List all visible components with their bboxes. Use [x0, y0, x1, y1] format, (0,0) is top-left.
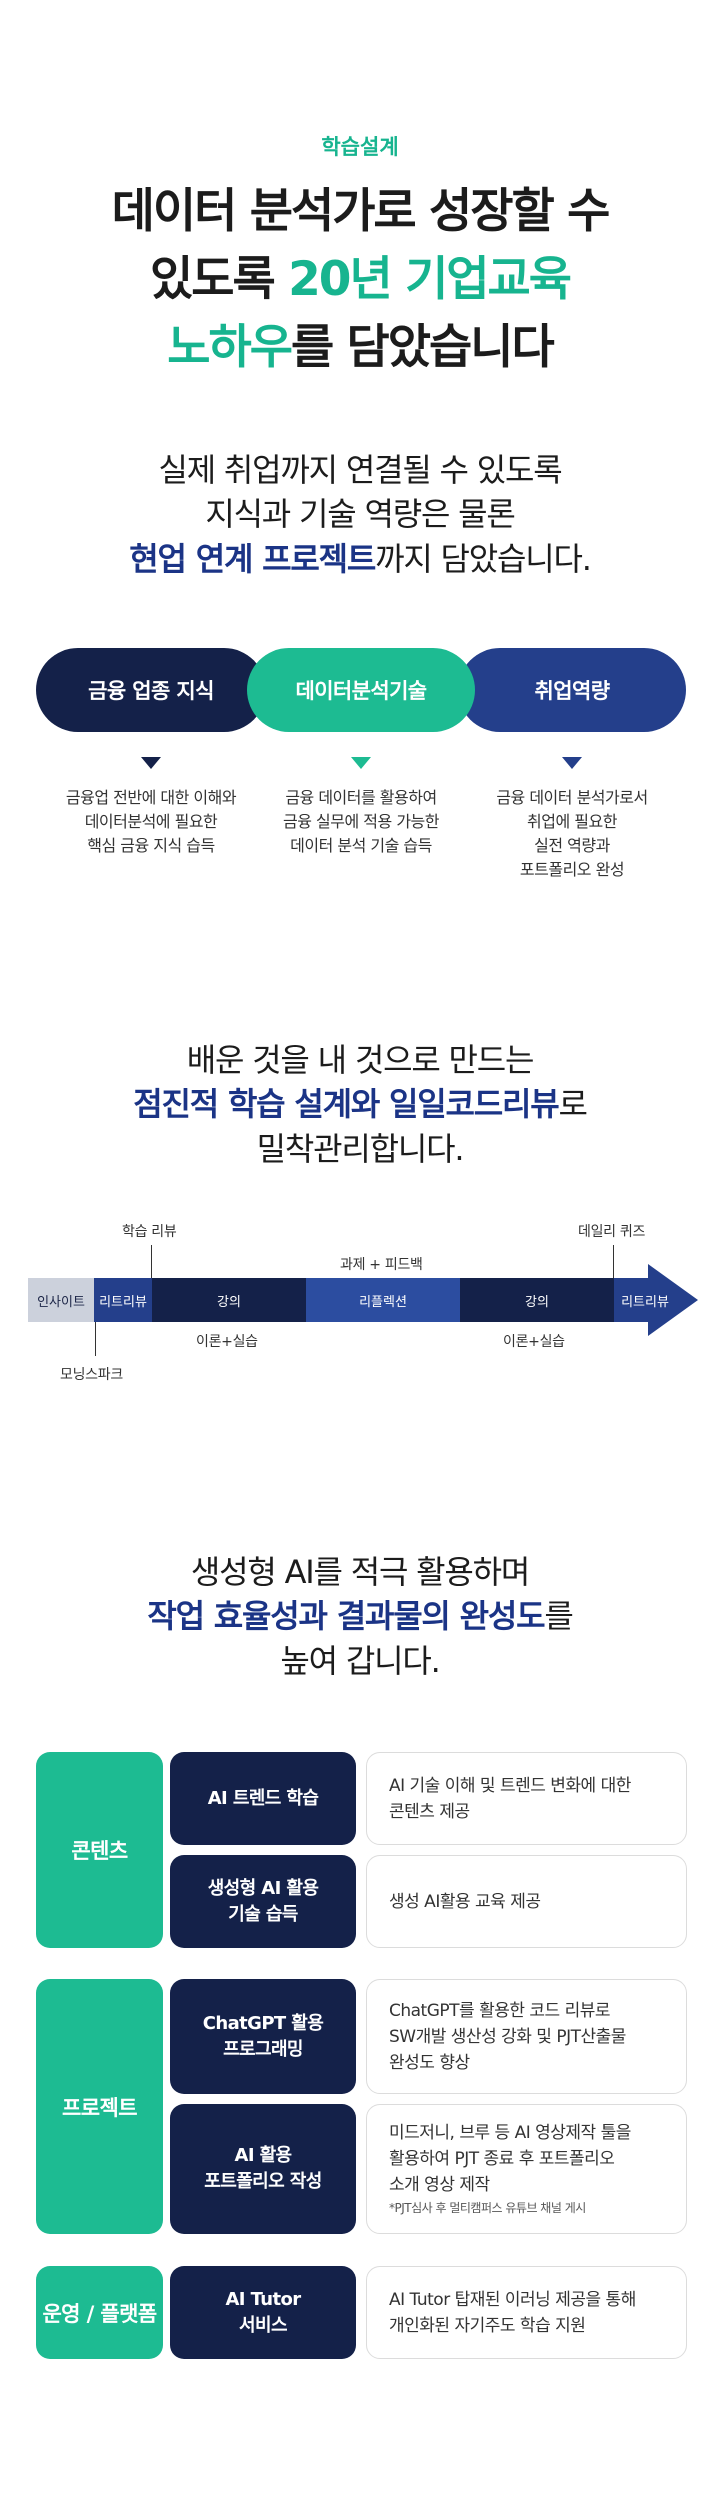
pointer-triangle-icon [562, 757, 582, 769]
desc-line: 금융 실무에 적용 가능한 [283, 812, 439, 831]
ai-text: 를 [544, 1597, 573, 1635]
item-line: 기술 습득 [228, 1903, 298, 1925]
detail-note: *PJT심사 후 멀티캠퍼스 유튜브 채널 게시 [389, 2201, 586, 2215]
headline-line-1: 데이터 분석가로 성장할 수 [111, 184, 611, 239]
headline-highlight: 노하우 [167, 320, 293, 375]
tick-line [95, 1322, 96, 1356]
ai-line-3: 높여 갑니다. [280, 1642, 440, 1680]
detail-line: AI Tutor 탑재된 이러닝 제공을 통해 [389, 2289, 636, 2310]
detail-genai-skill: 생성 AI활용 교육 제공 [366, 1855, 687, 1948]
process-highlight: 점진적 학습 설계와 일일코드리뷰 [133, 1085, 559, 1123]
desc-line: 금융업 전반에 대한 이해와 [65, 788, 237, 807]
ai-line-2: 작업 효율성과 결과물의 완성도를 [0, 1594, 720, 1638]
timeline-seg-lecture: 강의 [460, 1278, 614, 1322]
desc-line: 데이터분석에 필요한 [84, 812, 218, 831]
pillar-data-analysis: 데이터분석기술 [247, 648, 475, 732]
item-line: AI 트렌드 학습 [207, 1787, 319, 1809]
timeline-seg-lecture: 강의 [152, 1278, 306, 1322]
label-theory-1: 이론+실습 [196, 1334, 258, 1350]
ai-line-1: 생성형 AI를 적극 활용하며 [190, 1553, 530, 1591]
subhead-line-2: 지식과 기술 역량은 물론 [205, 495, 516, 533]
tick-line [151, 1245, 152, 1278]
detail-line: 미드저니, 브루 등 AI 영상제작 툴을 [389, 2123, 631, 2143]
detail-line: 생성 AI활용 교육 제공 [389, 1891, 541, 1912]
label-morning-spark: 모닝스파크 [60, 1367, 123, 1383]
pillar-desc-2: 금융 데이터를 활용하여 금융 실무에 적용 가능한 데이터 분석 기술 습득 [251, 786, 471, 858]
process-line-3: 밀착관리합니다. [256, 1130, 465, 1168]
desc-line: 실전 역량과 [534, 836, 610, 855]
pillar-desc-1: 금융업 전반에 대한 이해와 데이터분석에 필요한 핵심 금융 지식 습득 [41, 786, 261, 858]
tick-line [613, 1245, 614, 1278]
category-operations-platform: 운영 / 플랫폼 [36, 2266, 163, 2359]
detail-line: 활용하여 PJT 종료 후 포트폴리오 [389, 2149, 615, 2169]
label-daily-quiz: 데일리 퀴즈 [578, 1224, 646, 1240]
timeline-seg-insight: 인사이트 [28, 1278, 94, 1322]
subhead-highlight: 현업 연계 프로젝트 [129, 540, 376, 578]
detail-line: 콘텐츠 제공 [389, 1801, 470, 1822]
item-line: 서비스 [239, 2314, 287, 2336]
pillar-desc-3: 금융 데이터 분석가로서 취업에 필요한 실전 역량과 포트폴리오 완성 [462, 786, 682, 882]
headline-line-3: 노하우를 담았습니다 [0, 318, 720, 378]
headline-line-2: 있도록 20년 기업교육 [0, 250, 720, 310]
detail-line: 소개 영상 제작 [389, 2175, 490, 2195]
timeline-seg-review-end: 리트리뷰 [621, 1294, 669, 1310]
category-project: 프로젝트 [36, 1979, 163, 2234]
timeline-arrow-icon [614, 1264, 698, 1336]
pointer-triangle-icon [141, 757, 161, 769]
desc-line: 데이터 분석 기술 습득 [290, 836, 432, 855]
detail-line: 완성도 향상 [389, 2052, 470, 2073]
pointer-triangle-icon [351, 757, 371, 769]
pillar-finance-knowledge: 금융 업종 지식 [36, 648, 266, 732]
item-ai-trend: AI 트렌드 학습 [170, 1752, 356, 1845]
label-theory-2: 이론+실습 [503, 1334, 565, 1350]
desc-line: 금융 데이터 분석가로서 [496, 788, 648, 807]
category-contents: 콘텐츠 [36, 1752, 163, 1948]
process-text: 로 [558, 1085, 587, 1123]
section-label: 학습설계 [321, 135, 399, 159]
headline-text: 를 담았습니다 [290, 320, 555, 375]
ai-highlight: 작업 효율성과 결과물의 완성도 [147, 1597, 545, 1635]
process-line-2: 점진적 학습 설계와 일일코드리뷰로 [0, 1082, 720, 1126]
timeline-seg-reflection: 리플렉션 [306, 1278, 460, 1322]
detail-ai-portfolio: 미드저니, 브루 등 AI 영상제작 툴을 활용하여 PJT 종료 후 포트폴리… [366, 2104, 687, 2234]
item-line: AI Tutor [225, 2288, 301, 2310]
detail-line: SW개발 생산성 강화 및 PJT산출물 [389, 2026, 626, 2047]
detail-line: 개인화된 자기주도 학습 지원 [389, 2315, 586, 2336]
label-study-review: 학습 리뷰 [122, 1224, 177, 1240]
desc-line: 핵심 금융 지식 습득 [87, 836, 215, 855]
desc-line: 취업에 필요한 [527, 812, 617, 831]
headline-text: 있도록 [149, 252, 289, 307]
timeline-seg-review: 리트리뷰 [94, 1278, 152, 1322]
pillar-career-skills: 취업역량 [458, 648, 686, 732]
item-ai-tutor: AI Tutor 서비스 [170, 2266, 356, 2359]
subhead-text: 까지 담았습니다. [375, 540, 592, 578]
item-line: 프로그래밍 [223, 2038, 303, 2060]
desc-line: 포트폴리오 완성 [519, 860, 625, 879]
detail-line: AI 기술 이해 및 트렌드 변화에 대한 [389, 1775, 631, 1796]
detail-line: ChatGPT를 활용한 코드 리뷰로 [389, 2000, 611, 2021]
item-line: ChatGPT 활용 [202, 2012, 324, 2034]
desc-line: 금융 데이터를 활용하여 [285, 788, 437, 807]
detail-ai-tutor: AI Tutor 탑재된 이러닝 제공을 통해 개인화된 자기주도 학습 지원 [366, 2266, 687, 2359]
item-line: 포트폴리오 작성 [204, 2171, 322, 2192]
headline-highlight: 20년 기업교육 [288, 252, 572, 307]
item-line: 생성형 AI 활용 [207, 1877, 319, 1899]
detail-ai-trend: AI 기술 이해 및 트렌드 변화에 대한 콘텐츠 제공 [366, 1752, 687, 1845]
item-line: AI 활용 [234, 2145, 292, 2166]
subhead-line-1: 실제 취업까지 연결될 수 있도록 [158, 451, 562, 489]
label-assignment-feedback: 과제 + 피드백 [340, 1257, 423, 1273]
process-line-1: 배운 것을 내 것으로 만드는 [186, 1041, 535, 1079]
detail-chatgpt-programming: ChatGPT를 활용한 코드 리뷰로 SW개발 생산성 강화 및 PJT산출물… [366, 1979, 687, 2094]
subhead-line-3: 현업 연계 프로젝트까지 담았습니다. [0, 537, 720, 581]
